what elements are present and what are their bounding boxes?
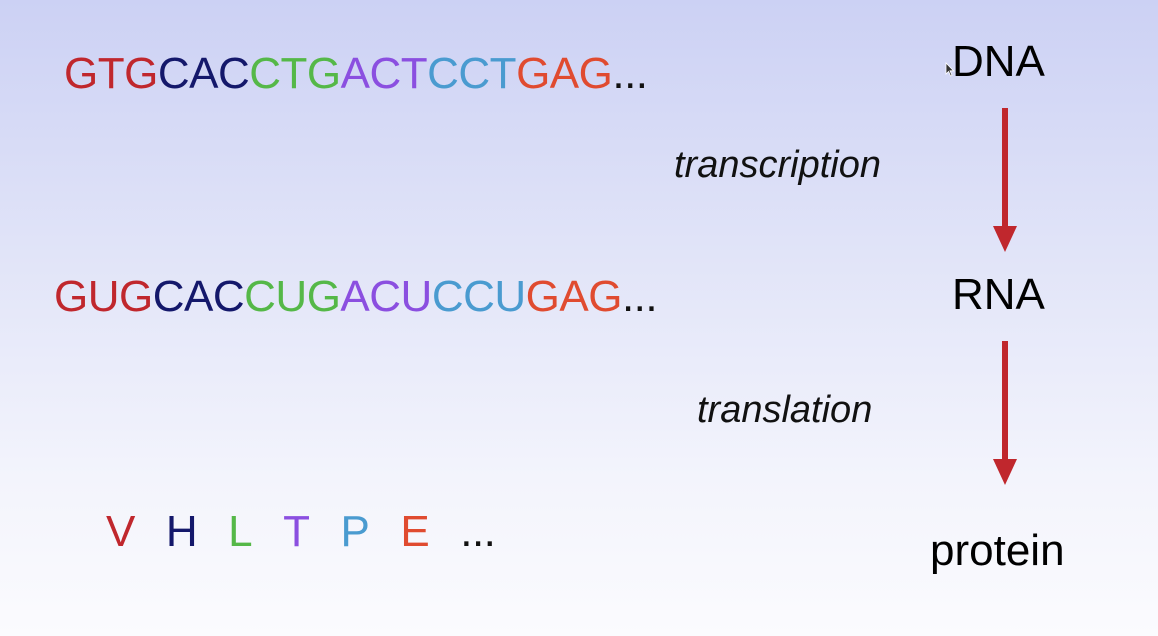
rna-codon-4: ACU — [340, 272, 432, 321]
rna-codon-3: CUG — [244, 272, 341, 321]
dna-label: DNA — [952, 37, 1045, 86]
arrow-down-icon — [993, 341, 1017, 485]
protein-ellipsis: ... — [460, 507, 496, 556]
dna-codon-3: CTG — [249, 49, 341, 98]
residue-6: E — [400, 507, 430, 556]
transcription-label: transcription — [674, 144, 881, 186]
residue-5: P — [340, 507, 370, 556]
rna-sequence: GUGCACCUGACUCCUGAG... — [54, 272, 658, 322]
rna-codon-1: GUG — [54, 272, 153, 321]
rna-codon-6: GAG — [525, 272, 623, 321]
dna-ellipsis: ... — [612, 49, 648, 98]
dna-codon-2: CAC — [157, 49, 250, 98]
dna-codon-4: ACT — [340, 49, 428, 98]
rna-codon-5: CCU — [431, 272, 526, 321]
dna-sequence: GTGCACCTGACTCCTGAG... — [64, 49, 648, 99]
residue-3: L — [228, 507, 253, 556]
dna-codon-5: CCT — [427, 49, 517, 98]
arrow-down-icon — [993, 108, 1017, 252]
protein-label: protein — [930, 526, 1065, 575]
rna-label: RNA — [952, 270, 1045, 319]
rna-codon-2: CAC — [152, 272, 245, 321]
dna-codon-6: GAG — [516, 49, 613, 98]
translation-label: translation — [697, 389, 873, 431]
residue-1: V — [106, 507, 135, 556]
residue-2: H — [165, 507, 198, 556]
mouse-pointer-icon — [945, 62, 955, 77]
residue-4: T — [283, 507, 310, 556]
dna-codon-1: GTG — [64, 49, 158, 98]
rna-ellipsis: ... — [621, 272, 658, 321]
